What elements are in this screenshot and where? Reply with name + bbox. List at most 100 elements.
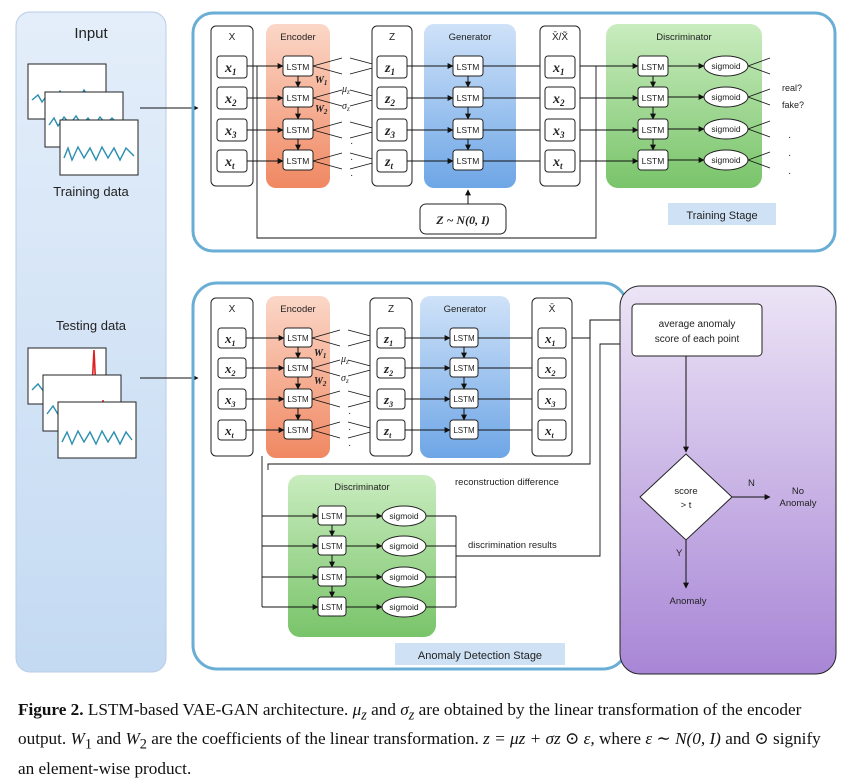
test-encoder-title: Encoder: [280, 304, 315, 315]
svg-text:z2: z2: [383, 361, 393, 378]
svg-text:z1: z1: [384, 61, 395, 77]
testing-data-label: Testing data: [56, 318, 127, 333]
train-z-cells: z1 z2 z3 zt: [376, 55, 408, 173]
svg-text:LSTM: LSTM: [457, 156, 480, 166]
svg-text:LSTM: LSTM: [642, 156, 665, 166]
svg-text:LSTM: LSTM: [287, 334, 309, 343]
svg-text:sigmoid: sigmoid: [711, 155, 741, 165]
svg-text:sigmoid: sigmoid: [711, 124, 741, 134]
train-real-label: real?: [782, 83, 802, 93]
caption-w1-sub: 1: [84, 736, 93, 753]
svg-text:LSTM: LSTM: [642, 62, 665, 72]
caption-text-2: are obtained by the linear transformatio…: [18, 700, 802, 749]
test-z-cells: z1 z2 z3 zt: [376, 327, 406, 441]
svg-text:x3: x3: [552, 124, 565, 140]
svg-text:zt: zt: [384, 155, 393, 171]
svg-text:x2: x2: [224, 361, 236, 378]
svg-text:LSTM: LSTM: [457, 125, 480, 135]
train-output-fan: [747, 57, 771, 169]
caption-w1: W: [70, 729, 85, 749]
svg-text:sigmoid: sigmoid: [389, 602, 419, 612]
svg-text:·: ·: [350, 170, 353, 181]
svg-text:LSTM: LSTM: [321, 542, 343, 551]
input-title: Input: [74, 25, 108, 42]
train-dots-2: ·: [788, 150, 791, 161]
test-encoder-lstms: LSTM LSTM LSTM LSTM: [283, 327, 313, 440]
caption-text-5: and ⊙ signify an element-wise product.: [18, 729, 821, 778]
train-encoder-title: Encoder: [280, 32, 315, 43]
svg-text:z1: z1: [383, 331, 393, 348]
caption-text-3: are the coefficients of the linear trans…: [146, 729, 484, 749]
caption-text-1: LSTM-based VAE-GAN architecture.: [83, 700, 353, 719]
svg-text:W1: W1: [315, 75, 327, 87]
svg-text:W2: W2: [314, 376, 327, 388]
svg-text:z2: z2: [384, 92, 395, 108]
svg-text:x2: x2: [544, 361, 556, 378]
svg-text:LSTM: LSTM: [287, 125, 310, 135]
anomaly-label: Anomaly: [670, 596, 707, 607]
svg-text:LSTM: LSTM: [453, 364, 475, 373]
caption-figure-number: Figure 2.: [18, 700, 84, 719]
train-sigmoids: sigmoid sigmoid sigmoid sigmoid: [703, 55, 749, 171]
svg-text:sigmoid: sigmoid: [389, 511, 419, 521]
testing-data-thumbnails: [27, 347, 137, 459]
test-discriminator-title: Discriminator: [334, 482, 389, 493]
svg-text:·: ·: [350, 138, 353, 149]
test-discriminator-arrows: [261, 456, 383, 610]
svg-text:μz: μz: [340, 354, 349, 366]
avg-score-line2: score of each point: [655, 334, 740, 345]
svg-text:sigmoid: sigmoid: [711, 92, 741, 102]
train-xhat-cells: x1 x2 x3 xt: [544, 55, 576, 173]
svg-text:LSTM: LSTM: [321, 573, 343, 582]
svg-text:LSTM: LSTM: [457, 62, 480, 72]
svg-text:x1: x1: [552, 61, 565, 77]
svg-text:LSTM: LSTM: [453, 334, 475, 343]
svg-text:W1: W1: [314, 348, 326, 360]
svg-text:σz: σz: [342, 101, 350, 113]
svg-text:LSTM: LSTM: [287, 156, 310, 166]
train-weight-labels: W1 W2 μz σz · · ·: [315, 75, 353, 181]
caption-text-4: where: [594, 729, 646, 749]
caption-sigma-sub: z: [408, 707, 415, 724]
train-noise-box: [419, 203, 507, 235]
train-fake-label: fake?: [782, 100, 804, 110]
train-x-header: X: [229, 32, 236, 43]
test-generator-lstms: LSTM LSTM LSTM LSTM: [449, 327, 479, 440]
training-data-thumbnails: [27, 63, 139, 176]
test-x-to-encoder-arrows: [246, 335, 301, 433]
svg-text:x3: x3: [544, 392, 556, 409]
svg-text:·: ·: [348, 424, 351, 435]
svg-text:LSTM: LSTM: [287, 426, 309, 435]
test-recon-to-score-line: [589, 317, 633, 338]
svg-text:LSTM: LSTM: [453, 426, 475, 435]
test-xhat-cells: x1 x2 x3 xt: [537, 327, 567, 441]
detection-stage-label: Anomaly Detection Stage: [418, 650, 542, 662]
test-z-header: Z: [388, 304, 394, 315]
caption-equation: z = μz + σz ⊙ ε,: [483, 729, 595, 749]
test-weight-labels: W1 W2 μz σz · · ·: [314, 348, 351, 451]
train-noise-label: Z ~ N(0, I): [435, 213, 490, 227]
test-discriminator-lstms: LSTM LSTM LSTM LSTM: [317, 505, 347, 617]
svg-text:x1: x1: [224, 331, 236, 348]
train-x-cells: x1 x2 x3 xt: [216, 55, 248, 173]
svg-text:sigmoid: sigmoid: [711, 61, 741, 71]
svg-text:sigmoid: sigmoid: [389, 572, 419, 582]
svg-text:x3: x3: [224, 392, 236, 409]
caption-mu: μ: [352, 700, 362, 719]
training-stage-frame: [191, 11, 837, 253]
svg-text:x1: x1: [544, 331, 556, 348]
test-disc-results-lines: [426, 341, 633, 608]
train-discriminator-arrows: [580, 63, 705, 164]
test-reconstruction-line: [267, 337, 591, 470]
avg-score-box: [631, 303, 763, 357]
svg-text:zt: zt: [383, 423, 392, 440]
figure-caption: Figure 2. LSTM-based VAE-GAN architectur…: [18, 698, 838, 781]
svg-text:x2: x2: [224, 92, 237, 108]
svg-text:σz: σz: [341, 373, 349, 385]
training-stage-label-bg: [668, 203, 776, 225]
svg-text:xt: xt: [224, 155, 235, 171]
score-line2: > t: [681, 500, 692, 511]
test-x-cells: x1 x2 x3 xt: [217, 327, 247, 441]
svg-text:μz: μz: [341, 84, 350, 96]
svg-text:LSTM: LSTM: [287, 93, 310, 103]
